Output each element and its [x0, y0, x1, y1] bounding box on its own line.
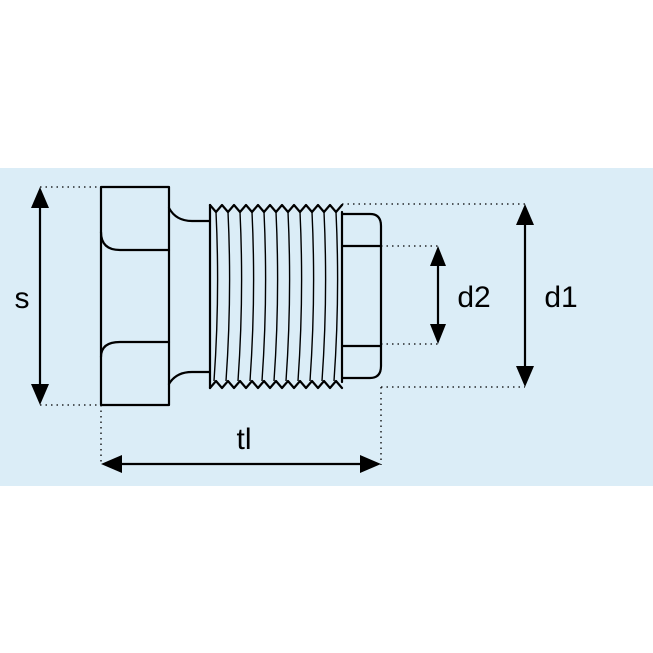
- extension-lines: [40, 186, 525, 465]
- thread-outline: [208, 203, 344, 390]
- dimension-s: s: [15, 187, 49, 405]
- dimension-d1: d1: [516, 204, 578, 387]
- background-band: [0, 168, 653, 486]
- thread-line: [321, 211, 327, 382]
- hex-head: [99, 185, 171, 407]
- thread-line: [309, 211, 315, 382]
- hex-flat-top: [99, 230, 171, 252]
- thread-line: [285, 211, 291, 382]
- label-s: s: [15, 282, 30, 315]
- dimension-d2: d2: [430, 246, 491, 344]
- thread-line: [237, 211, 243, 382]
- thread-lines: [213, 211, 339, 382]
- thread-line: [273, 211, 279, 382]
- fitting-body: [99, 185, 383, 407]
- thread-line: [225, 211, 231, 382]
- label-d2: d2: [457, 281, 490, 314]
- label-d1: d1: [544, 281, 577, 314]
- thread-line: [249, 211, 255, 382]
- neck-bottom: [167, 370, 212, 386]
- nose-outline: [340, 212, 383, 380]
- neck-top: [167, 206, 212, 223]
- thread-crest-bottom: [208, 379, 344, 390]
- label-tl: tl: [237, 423, 252, 456]
- hex-flat-bottom: [99, 340, 171, 359]
- dimension-tl: tl: [101, 423, 381, 473]
- thread-line: [213, 211, 219, 382]
- thread-line: [333, 211, 339, 382]
- thread-line: [261, 211, 267, 382]
- thread-line: [297, 211, 303, 382]
